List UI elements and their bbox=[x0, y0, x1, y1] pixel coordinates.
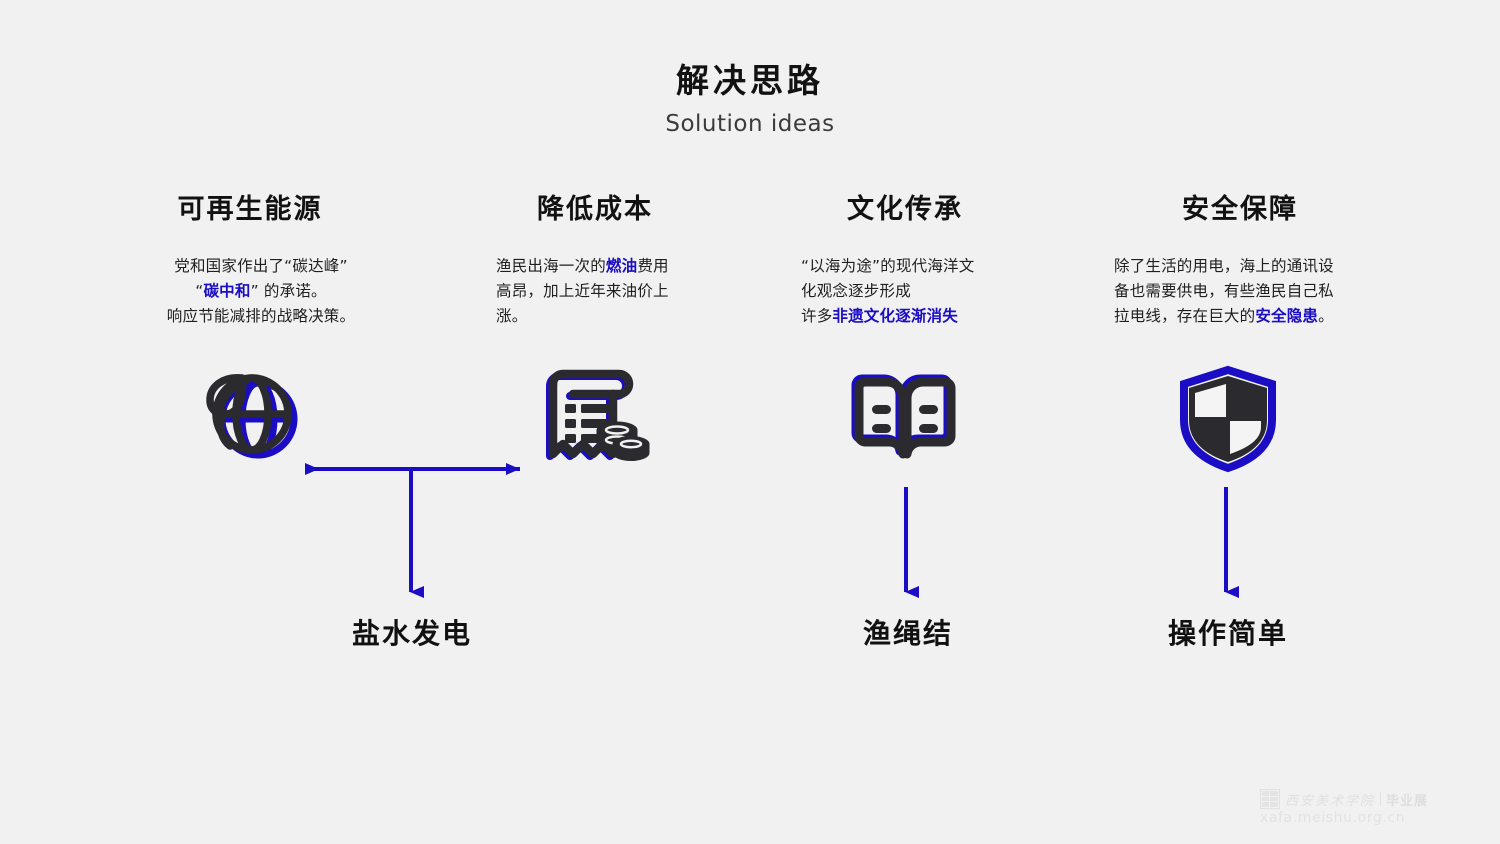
watermark-url: xafa.meishu.org.cn bbox=[1259, 810, 1406, 826]
column-body-text: 渔民出海一次的燃油费用高昂，加上近年来油价上涨。 bbox=[490, 254, 712, 329]
column-body-text: 除了生活的用电，海上的通讯设备也需要供电，有些渔民自己私拉电线，存在巨大的安全隐… bbox=[1108, 254, 1378, 329]
column-title: 降低成本 bbox=[537, 194, 653, 225]
body-text-line: 化观念逐步形成 bbox=[801, 279, 1016, 304]
highlighted-term: 非遗文化逐渐消失 bbox=[832, 307, 959, 326]
body-text-segment: 。 bbox=[1318, 307, 1334, 326]
column-renewable-energy: 可再生能源 党和国家作出了“碳达峰” “碳中和” 的承诺。响应节能减排的战略决策。 bbox=[100, 192, 400, 329]
outcome-label-fishing-knot: 渔绳结 bbox=[862, 617, 953, 650]
shield-icon bbox=[1168, 358, 1288, 478]
body-text-line: 渔民出海一次的燃油费用 bbox=[496, 254, 706, 279]
body-text-line: 拉电线，存在巨大的安全隐患。 bbox=[1114, 304, 1372, 329]
body-text-line: 响应节能减排的战略决策。 bbox=[151, 304, 371, 329]
body-text-segment: 响应节能减排的战略决策。 bbox=[166, 307, 356, 326]
body-text-line: “以海为途”的现代海洋文 bbox=[801, 254, 1016, 279]
page-subtitle: Solution ideas bbox=[665, 111, 835, 138]
highlighted-term: 碳中和 bbox=[203, 282, 251, 301]
body-text-line: 涨。 bbox=[496, 304, 706, 329]
body-text-line: 除了生活的用电，海上的通讯设 bbox=[1114, 254, 1372, 279]
watermark-academy-name: 西安美术学院 bbox=[1284, 793, 1375, 809]
body-text-segment: 费用 bbox=[637, 257, 669, 275]
column-title: 可再生能源 bbox=[177, 194, 323, 225]
body-text-segment: “以海为途”的现代海洋文 bbox=[801, 257, 975, 275]
body-text-segment: ” 的承诺。 bbox=[250, 282, 327, 301]
body-text-line: 许多非遗文化逐渐消失 bbox=[801, 304, 1016, 329]
body-text-line: “碳中和” 的承诺。 bbox=[151, 279, 371, 304]
watermark-badge: 毕业展 bbox=[1385, 793, 1428, 809]
column-title: 文化传承 bbox=[847, 194, 963, 225]
body-text-segment: 拉电线，存在巨大的 bbox=[1114, 307, 1256, 326]
watermark: 西安美术学院 毕业展 xafa.meishu.org.cn bbox=[1259, 789, 1428, 826]
highlighted-term: 燃油 bbox=[605, 257, 638, 275]
body-text-line: 党和国家作出了“碳达峰” bbox=[151, 254, 371, 279]
body-text-segment: 除了生活的用电，海上的通讯设 bbox=[1114, 257, 1334, 275]
body-text-segment: 党和国家作出了“碳达峰” bbox=[174, 257, 348, 275]
body-text-segment: 化观念逐步形成 bbox=[801, 282, 911, 301]
outcome-label-simple-operation: 操作简单 bbox=[1167, 617, 1288, 650]
body-text-segment: 渔民出海一次的 bbox=[496, 257, 606, 275]
column-body-text: 党和国家作出了“碳达峰” “碳中和” 的承诺。响应节能减排的战略决策。 bbox=[145, 254, 377, 329]
highlighted-term: 安全隐患 bbox=[1255, 307, 1319, 326]
slide-header: 解决思路 Solution ideas bbox=[0, 60, 1500, 137]
body-text-segment: 涨。 bbox=[496, 307, 528, 326]
column-safety-assurance: 安全保障 除了生活的用电，海上的通讯设备也需要供电，有些渔民自己私拉电线，存在巨… bbox=[1090, 192, 1390, 329]
invoice-coins-icon bbox=[535, 358, 655, 478]
open-book-icon bbox=[845, 358, 965, 478]
column-body-text: “以海为途”的现代海洋文化观念逐步形成许多非遗文化逐渐消失 bbox=[795, 254, 1022, 329]
page-title: 解决思路 bbox=[676, 61, 824, 100]
body-text-line: 高昂，加上近年来油价上 bbox=[496, 279, 706, 304]
column-cost-reduction: 降低成本 渔民出海一次的燃油费用高昂，加上近年来油价上涨。 bbox=[445, 192, 745, 329]
body-text-segment: 高昂，加上近年来油价上 bbox=[496, 282, 669, 301]
column-cultural-heritage: 文化传承 “以海为途”的现代海洋文化观念逐步形成许多非遗文化逐渐消失 bbox=[755, 192, 1055, 329]
watermark-logo-row: 西安美术学院 毕业展 bbox=[1259, 789, 1428, 809]
globe-leaf-icon bbox=[190, 358, 310, 478]
outcome-label-saltwater-power: 盐水发电 bbox=[351, 617, 472, 650]
watermark-divider bbox=[1379, 792, 1381, 806]
body-text-segment: “ bbox=[195, 282, 204, 301]
column-title: 安全保障 bbox=[1182, 194, 1298, 225]
body-text-line: 备也需要供电，有些渔民自己私 bbox=[1114, 279, 1372, 304]
academy-logo-icon bbox=[1259, 789, 1280, 809]
body-text-segment: 备也需要供电，有些渔民自己私 bbox=[1114, 282, 1334, 301]
body-text-segment: 许多 bbox=[801, 307, 833, 326]
